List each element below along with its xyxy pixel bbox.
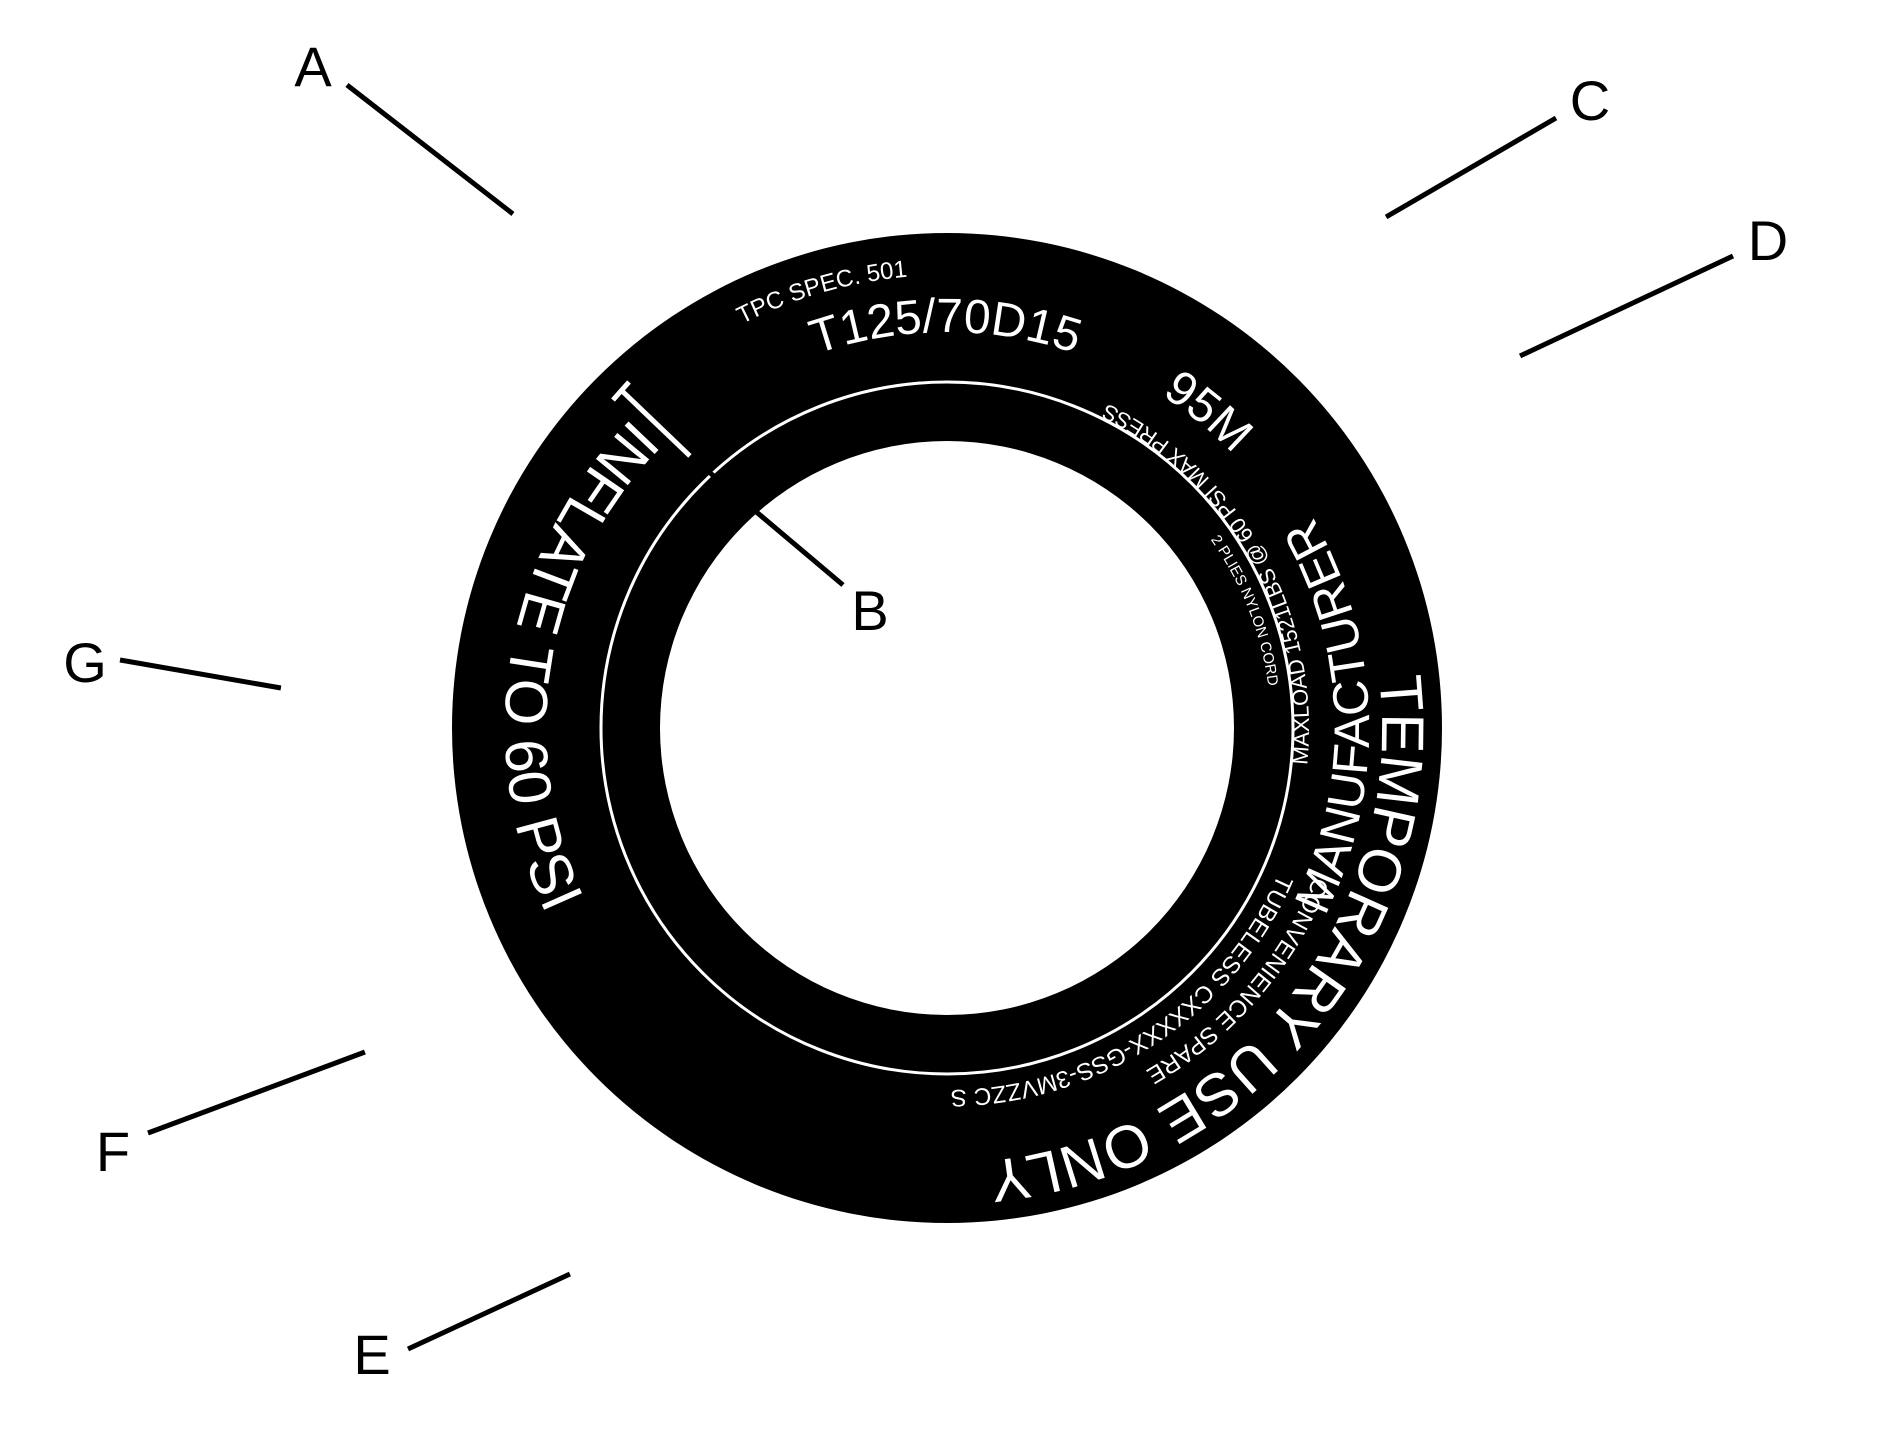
callout-c: C (1570, 69, 1610, 132)
callout-e: E (353, 1323, 390, 1386)
callout-b: B (851, 579, 888, 642)
wheel-opening (660, 441, 1234, 1015)
leader-a (345, 83, 515, 216)
leader-e-tire (568, 1245, 630, 1277)
leader-d-tire (1396, 353, 1522, 427)
leader-g-tire (280, 685, 343, 700)
tire-bead-line (599, 380, 1295, 1076)
leader-d (1518, 253, 1735, 359)
leader-e (406, 1271, 572, 1352)
leader-c-tire (1263, 214, 1388, 291)
leader-b-tick (611, 380, 631, 402)
callout-g: G (63, 631, 107, 694)
leader-b (688, 454, 845, 587)
leader-f-tire (364, 1014, 448, 1055)
leader-g (119, 657, 282, 691)
callout-f: F (96, 1120, 130, 1183)
leader-b-tire (619, 388, 692, 458)
callout-a: A (294, 35, 332, 98)
leader-c (1384, 115, 1558, 220)
callout-d: D (1748, 209, 1788, 272)
leader-f (147, 1049, 366, 1136)
leader-a-tire (511, 211, 530, 228)
callout-leaders (119, 83, 1735, 1352)
